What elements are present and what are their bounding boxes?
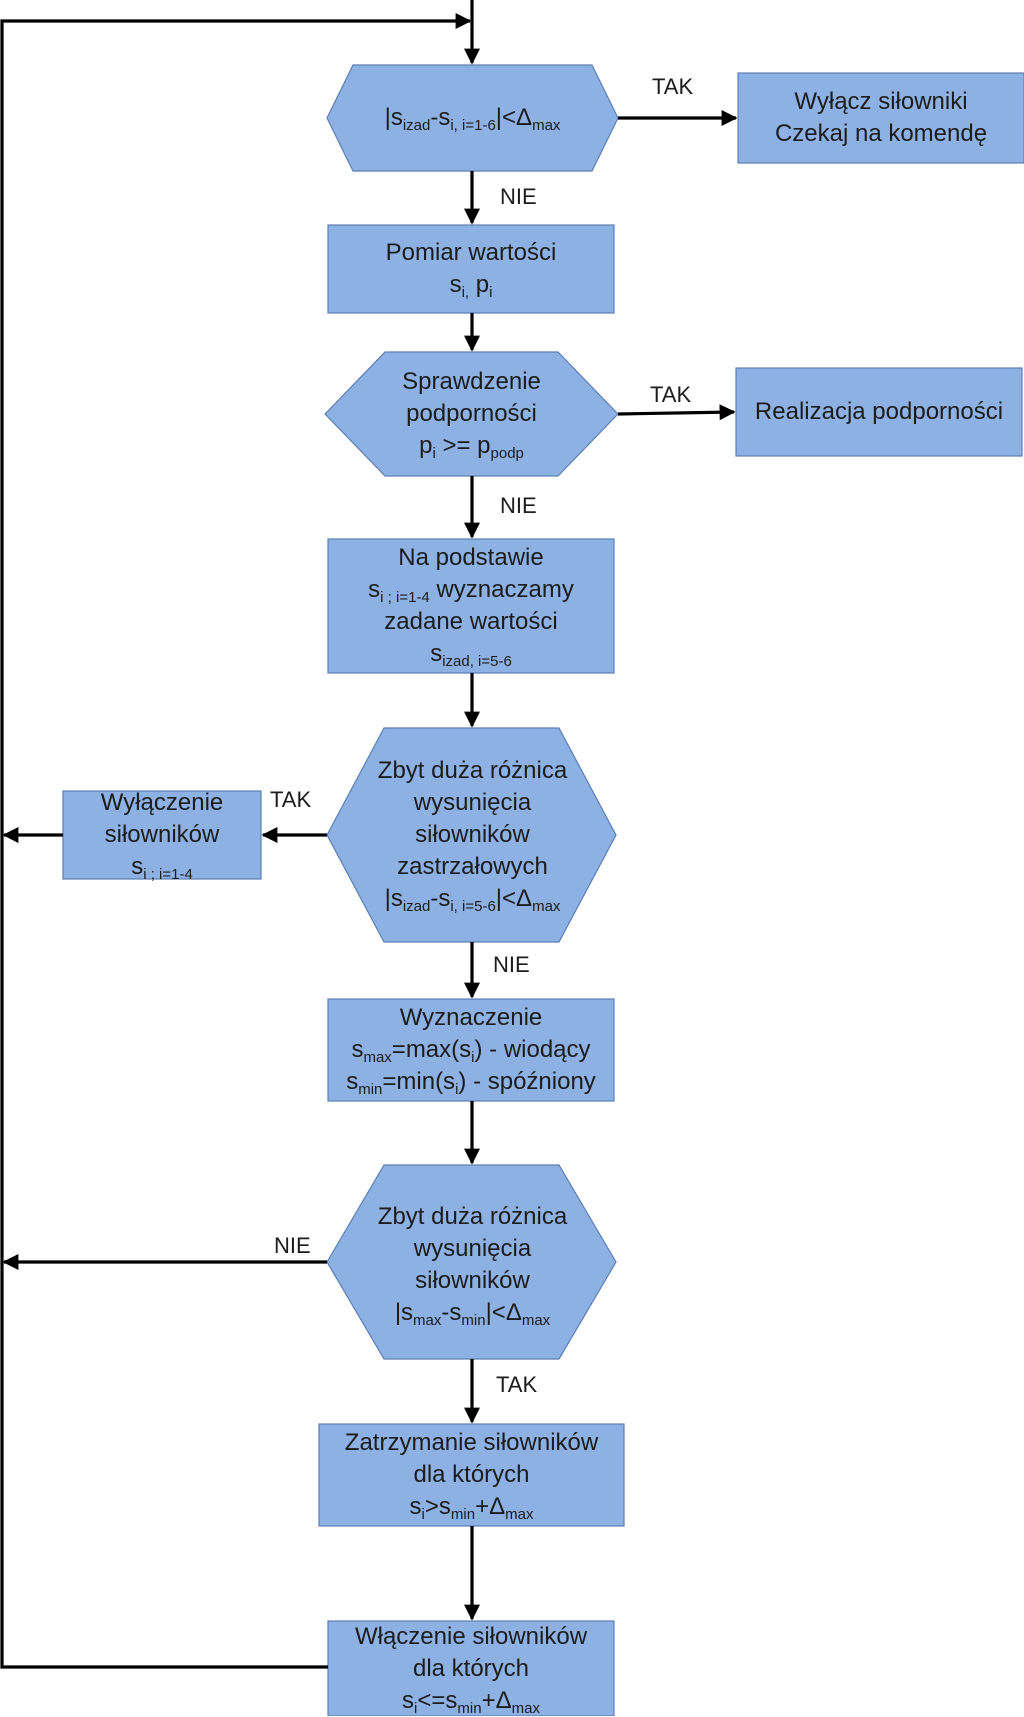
edge-label-nie: NIE: [274, 1233, 311, 1258]
process-determine-extremes: [327, 998, 615, 1102]
edge-label-nie: NIE: [500, 184, 537, 209]
process-compute-setpoints: [327, 538, 615, 674]
decision-max-min-difference: [326, 1164, 617, 1360]
decision-strut-difference: [326, 727, 617, 943]
edge-label-tak: TAK: [270, 787, 312, 812]
start-actuators-text: Włączenie siłowników dla których si<=smi…: [354, 1622, 588, 1717]
disable-actuators-group-text: Wyłączenie siłowników si ; i=1-4: [100, 789, 224, 883]
process-stop-actuators: [318, 1423, 625, 1527]
process-disable-actuators: [737, 72, 1024, 164]
support-check-text: Sprawdzenie podporności pi >= ppodp: [402, 368, 541, 462]
edge-label-nie: NIE: [500, 493, 537, 518]
support-realization-text: Realizacja podporności: [754, 398, 1004, 425]
edge-label-nie: NIE: [493, 952, 530, 977]
stop-actuators-text: Zatrzymanie siłowników dla których si>sm…: [344, 1429, 599, 1523]
arrow-d2-tak: [617, 404, 736, 421]
strut-difference-text: Zbyt duża różnica wysunięcia siłowników …: [377, 757, 568, 915]
edge-label-tak: TAK: [652, 74, 694, 99]
process-start-actuators: [327, 1620, 615, 1716]
edge-label-tak: TAK: [650, 382, 692, 407]
disable-actuators-text: Wyłącz siłowniki Czekaj na komendę: [774, 88, 988, 147]
max-min-difference-text: Zbyt duża różnica wysunięcia siłowników …: [377, 1203, 568, 1329]
process-disable-actuators-group: [62, 790, 262, 880]
compute-setpoints-text: Na podstawie si ; i=1-4 wyznaczamy zadan…: [368, 544, 574, 670]
process-support-realization: [735, 367, 1023, 457]
arrow-loop-back: [0, 13, 472, 1669]
decision-position-check-text: |sizad-si, i=1-6|<Δmax: [384, 104, 561, 134]
measure-values-text: Pomiar wartości si, pi: [385, 239, 557, 301]
determine-extremes-text: Wyznaczenie smax=max(si) - wiodący smin=…: [346, 1004, 596, 1098]
edge-label-tak: TAK: [496, 1372, 538, 1397]
process-measure-values: [327, 224, 615, 314]
